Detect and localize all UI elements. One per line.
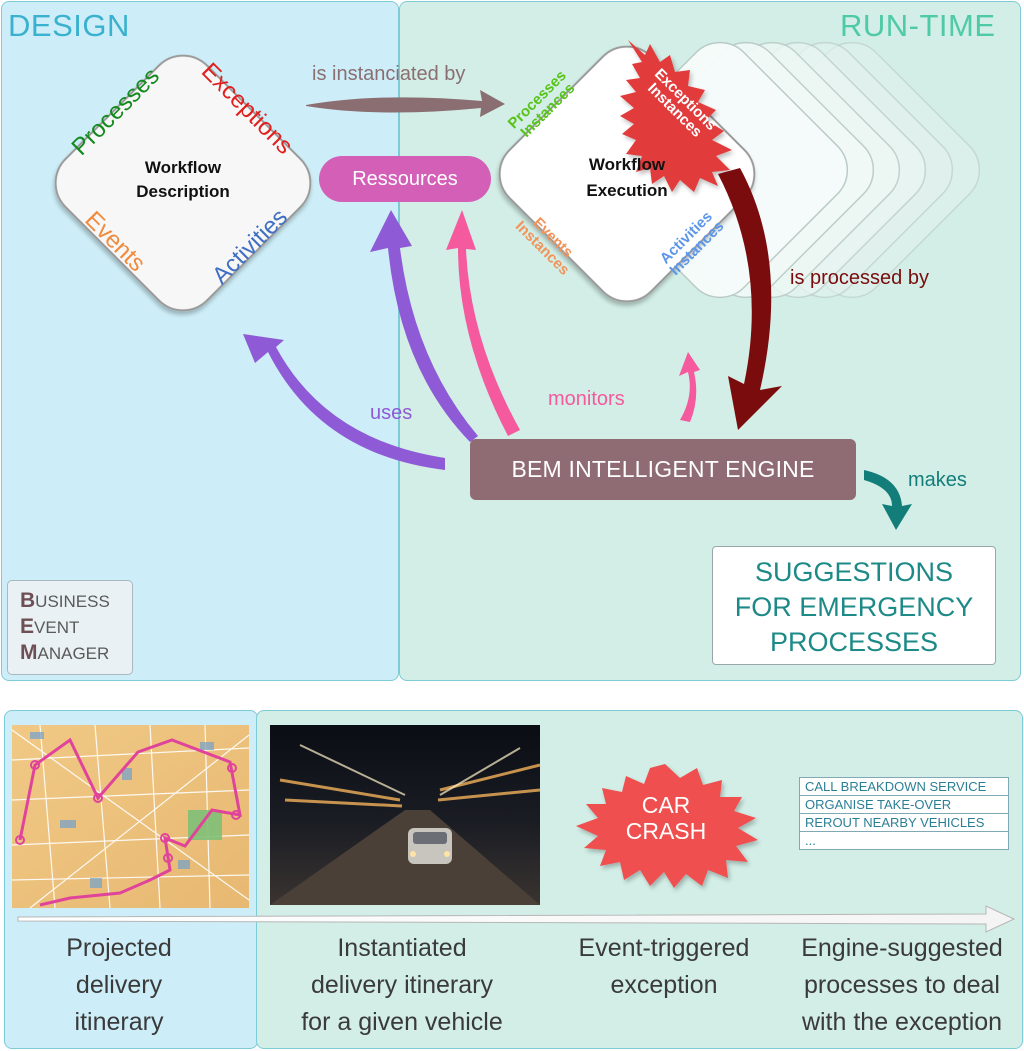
makes-arrow [864,470,912,530]
suggestions-box: SUGGESTIONS FOR EMERGENCY PROCESSES [712,546,996,665]
caption-projected: Projected delivery itinerary [14,930,224,1041]
caption-event-line2: exception [610,971,718,999]
makes-label: makes [908,469,967,491]
bem-logo-manager: MANAGER [20,641,110,664]
bem-engine-node: BEM INTELLIGENT ENGINE [470,439,856,500]
monitors-arrow-ressources [446,210,520,436]
caption-instantiated-line3: for a given vehicle [301,1008,503,1036]
runtime-title: RUN-TIME [840,8,996,43]
timeline-arrow [17,905,1016,933]
suggestion-item: CALL BREAKDOWN SERVICE [800,778,1008,796]
caption-event-line1: Event-triggered [578,934,750,962]
suggestion-list: CALL BREAKDOWN SERVICE ORGANISE TAKE-OVE… [799,777,1009,850]
vehicle-tunnel-photo [270,725,541,905]
caption-instantiated: Instantiated delivery itinerary for a gi… [276,930,528,1041]
workflow-description-diamond [54,54,312,312]
car-crash-burst [576,764,758,888]
caption-instantiated-line1: Instantiated [337,934,467,962]
workflow-execution-title: Workflow Execution [560,152,694,204]
design-title: DESIGN [8,8,130,43]
suggestions-line1: SUGGESTIONS [754,557,954,587]
monitors-label: monitors [548,388,625,410]
bem-logo: BUSINESS EVENT MANAGER [7,580,133,675]
suggestion-item: ORGANISE TAKE-OVER [800,796,1008,814]
workflow-description-line2: Description [136,182,230,201]
workflow-execution-line2: Execution [586,181,668,200]
uses-arrow-description [243,334,445,470]
caption-projected-line2: delivery [75,971,163,999]
instanciated-arrow [306,90,505,117]
caption-instantiated-line2: delivery itinerary [310,971,493,999]
uses-label: uses [370,402,413,424]
suggestions-line3: PROCESSES [769,627,939,657]
caption-engine-line1: Engine-suggested [801,934,1003,962]
car-crash-label: CAR CRASH [604,792,728,844]
instanciated-label: is instanciated by [312,63,466,85]
caption-projected-line3: itinerary [74,1008,164,1036]
monitors-arrow-execution [679,352,700,422]
caption-projected-line1: Projected [66,934,172,962]
suggestions-line2: FOR EMERGENCY [734,592,974,622]
caption-engine-line2: processes to deal [804,971,1000,999]
suggestion-item: REROUT NEARBY VEHICLES [800,814,1008,832]
caption-engine-line3: with the exception [801,1008,1003,1036]
car-crash-line2: CRASH [625,818,707,844]
exceptions-instances-burst [620,40,732,192]
processed-label: is processed by [790,267,929,289]
caption-event-triggered: Event-triggered exception [558,930,770,1004]
workflow-description-title: Workflow Description [115,156,251,204]
uses-arrow-ressources [370,210,478,442]
delivery-map-image [11,724,250,909]
caption-engine-suggested: Engine-suggested processes to deal with … [780,930,1024,1041]
bem-logo-business: BUSINESS [20,589,110,612]
suggestion-item: ... [805,833,816,848]
workflow-execution-line1: Workflow [588,155,666,174]
workflow-description-line1: Workflow [144,158,222,177]
bem-logo-event: EVENT [20,615,80,638]
car-crash-line1: CAR [641,792,691,818]
ressources-node: Ressources [319,156,491,202]
processed-arrow [718,168,782,430]
